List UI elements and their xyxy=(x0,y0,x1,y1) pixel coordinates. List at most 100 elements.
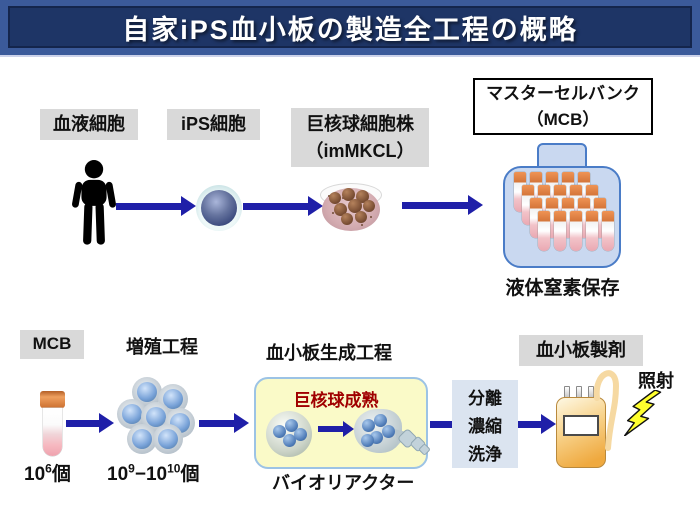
mk-cell-dot xyxy=(362,419,375,432)
label-platelet-product-text: 血小板製剤 xyxy=(536,340,626,361)
mk-cell-dot xyxy=(283,434,296,447)
arrow-head xyxy=(181,196,196,216)
culture-dish-icon xyxy=(320,183,382,233)
arrow-ips-to-mk xyxy=(243,196,323,216)
person-icon xyxy=(72,160,116,245)
mk-cell-dot xyxy=(294,428,307,441)
megakaryocyte-icon xyxy=(266,411,312,457)
label-mcb: MCB xyxy=(20,330,84,359)
label-ips-cells-text: iPS細胞 xyxy=(180,114,246,135)
label-ln2-storage-text: 液体窒素保存 xyxy=(505,278,620,299)
separation-line-3: 洗浄 xyxy=(468,444,502,464)
label-mk-line1: 巨核球細胞株 xyxy=(306,114,414,135)
dish-cell xyxy=(363,200,375,212)
arrow-cluster-to-reactor xyxy=(199,413,249,433)
arrow-shaft xyxy=(199,419,234,427)
separation-line-1: 分離 xyxy=(468,388,502,408)
dish-cell xyxy=(342,188,355,201)
count-sup: 10 xyxy=(167,461,181,476)
ips-cell-icon xyxy=(196,185,242,231)
bag-tube-icon xyxy=(593,370,620,451)
arrow-head xyxy=(541,414,556,434)
count-base: 10 xyxy=(107,464,129,485)
label-expansion-text: 増殖工程 xyxy=(126,337,198,357)
label-maturation: 巨核球成熟 xyxy=(293,391,379,410)
arrow-shaft xyxy=(518,420,541,428)
arrow-vial-to-cluster xyxy=(66,413,114,433)
bioreactor-box: 巨核球成熟 xyxy=(254,377,431,469)
arrow-head xyxy=(468,195,483,215)
mk-cell-dot xyxy=(285,419,298,432)
label-bioreactor: バイオリアクター xyxy=(272,469,415,495)
dish-cell xyxy=(355,211,367,223)
label-megakaryocyte-line: 巨核球細胞株 （imMKCL） xyxy=(291,108,429,167)
arrow-head xyxy=(308,196,323,216)
cryovial-icon xyxy=(602,211,614,251)
arrow-shaft xyxy=(402,201,468,209)
label-ips-cells: iPS細胞 xyxy=(167,109,260,140)
mcb-cell-count: 106個 xyxy=(24,459,71,486)
cryovial-icon xyxy=(586,211,598,251)
separation-box: 分離 濃縮 洗浄 xyxy=(452,380,518,468)
label-irradiation-text: 照射 xyxy=(638,371,674,391)
bag-label xyxy=(563,415,599,436)
lightning-icon xyxy=(624,390,662,436)
cryovial-icon xyxy=(570,211,582,251)
label-irradiation: 照射 xyxy=(636,367,676,393)
count-unit: 個 xyxy=(180,464,200,485)
dish-cell xyxy=(329,192,341,204)
arrow-shaft xyxy=(116,202,181,210)
vial-body xyxy=(43,408,62,456)
count-base: 10 xyxy=(24,464,46,485)
mk-cell-dot xyxy=(374,414,387,427)
separation-line-2: 濃縮 xyxy=(468,416,502,436)
mk-cell-dot xyxy=(361,434,374,447)
mcb-box-line1: マスターセルバンク xyxy=(486,84,640,103)
arrow-head xyxy=(234,413,249,433)
tank-vial-row xyxy=(538,211,614,251)
cryovial-large-icon xyxy=(40,391,65,457)
label-platelet-generation: 血小板生成工程 xyxy=(265,339,393,365)
mcb-box-line2: （MCB） xyxy=(526,109,600,129)
label-mcb-text: MCB xyxy=(32,334,72,354)
label-mk-line2: （imMKCL） xyxy=(305,140,415,161)
cryovial-icon xyxy=(538,211,550,251)
count-sup: 6 xyxy=(45,461,52,476)
dish-cell xyxy=(348,199,362,213)
arrow-separation-to-bag xyxy=(518,414,556,434)
platelet-release-icon xyxy=(354,405,431,463)
count-base: 10 xyxy=(145,464,168,485)
mk-cell-dot xyxy=(382,425,395,438)
page-title: 自家iPS血小板の製造全工程の概略 xyxy=(122,14,578,45)
cryovial-icon xyxy=(554,211,566,251)
mk-cell-dot xyxy=(273,425,286,438)
arrow-shaft xyxy=(66,419,99,427)
arrow-maturation xyxy=(318,421,354,437)
count-unit: 個 xyxy=(51,464,71,485)
cell-cluster-icon xyxy=(116,377,196,455)
count-sup: 9 xyxy=(128,461,135,476)
label-ln2-storage: 液体窒素保存 xyxy=(490,273,635,300)
label-blood-cells: 血液細胞 xyxy=(40,109,138,140)
dish-cell xyxy=(341,213,353,225)
arrow-shaft xyxy=(243,202,308,210)
label-platelet-product: 血小板製剤 xyxy=(519,335,643,366)
arrow-head xyxy=(99,413,114,433)
arrow-person-to-ips xyxy=(116,196,196,216)
arrow-mk-to-tank xyxy=(402,195,483,215)
title-banner: 自家iPS血小板の製造全工程の概略 xyxy=(0,0,700,57)
arrow-shaft xyxy=(318,426,343,432)
connector-reactor-to-separation xyxy=(430,421,453,428)
cluster-cell xyxy=(127,424,157,454)
expanded-cell-count: 109−1010個 xyxy=(107,459,199,486)
cluster-cell xyxy=(153,424,183,454)
label-bioreactor-text: バイオリアクター xyxy=(272,473,415,493)
arrow-head xyxy=(343,421,354,437)
title-banner-inner: 自家iPS血小板の製造全工程の概略 xyxy=(8,6,692,48)
label-blood-cells-text: 血液細胞 xyxy=(53,114,125,135)
label-platelet-generation-text: 血小板生成工程 xyxy=(266,343,392,363)
vial-cap xyxy=(40,391,65,408)
dish-cell xyxy=(334,203,347,216)
master-cell-bank-box: マスターセルバンク （MCB） xyxy=(473,78,653,135)
